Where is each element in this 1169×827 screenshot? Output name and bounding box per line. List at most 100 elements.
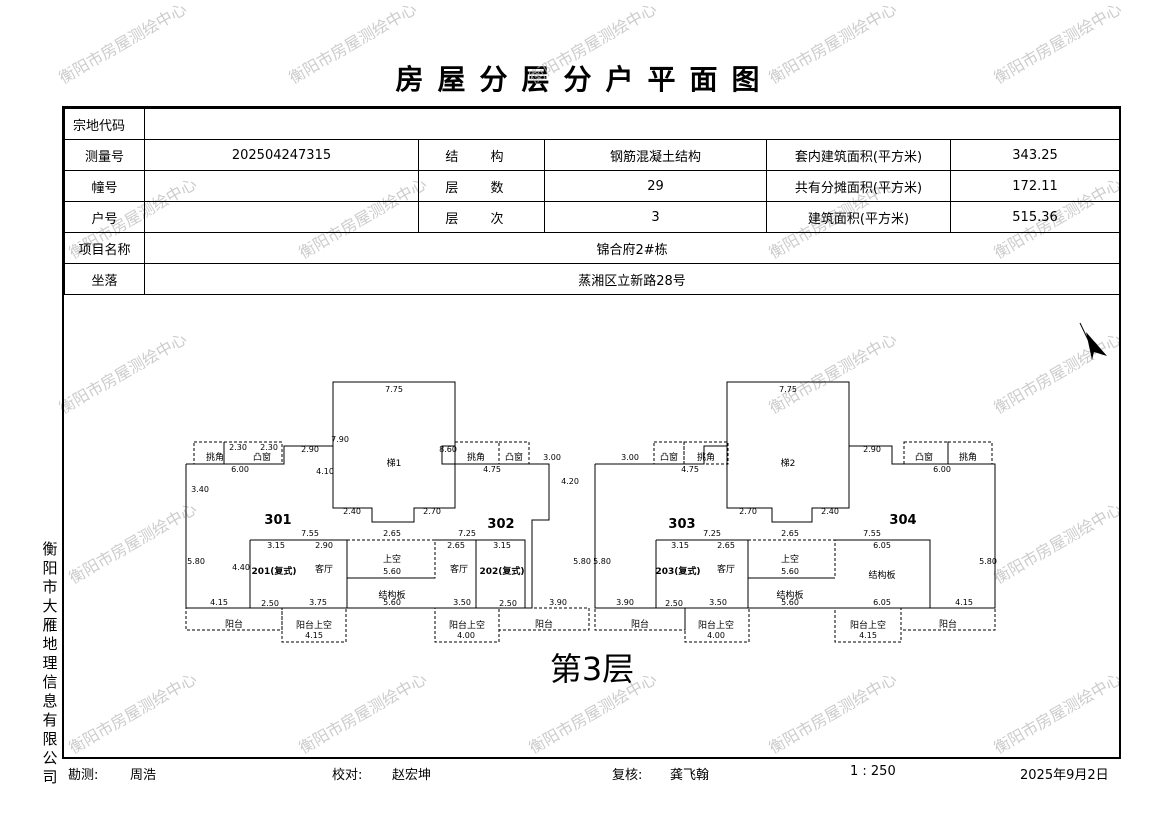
row-zongdi: 宗地代码 — [64, 108, 1121, 140]
unit-value — [144, 201, 419, 233]
dim-label: 4.15 — [210, 598, 228, 607]
survey-value: 202504247315 — [144, 139, 419, 171]
dim-label: 2.90 — [301, 445, 319, 454]
dim-label: 4.00 — [707, 631, 725, 640]
footer-date: 2025年9月2日 — [1020, 768, 1109, 783]
dim-label: 2.30 — [229, 443, 247, 452]
dim-label: 7.25 — [458, 529, 476, 538]
survey-label: 测量号 — [64, 139, 145, 171]
balcony-label: 阳台 — [535, 618, 553, 630]
row-location: 坐落 蒸湘区立新路28号 — [64, 263, 1121, 295]
unit-201-label: 201(复式) — [251, 565, 296, 577]
living-label: 客厅 — [315, 563, 333, 575]
project-value: 锦合府2#栋 — [143, 232, 1121, 264]
build-area-value: 515.36 — [949, 201, 1121, 233]
living-label: 客厅 — [450, 563, 468, 575]
floor-label: 第3层 — [550, 650, 634, 688]
left-inner-walls — [435, 539, 526, 608]
floor-plan: 7.75 7.75 2.90 2.30 2.30 6.00 3.40 4.10 … — [185, 322, 1107, 688]
footer-review-name: 龚飞翰 — [670, 768, 710, 783]
row-unit: 户号 层 次 3 建筑面积(平方米) 515.36 — [64, 201, 1121, 233]
dim-label: 3.00 — [543, 453, 561, 462]
dim-label: 2.65 — [447, 541, 465, 550]
footer-scale: 1 : 250 — [850, 764, 896, 779]
balcony-void-label: 阳台上空 — [850, 619, 886, 631]
dim-label: 5.80 — [593, 557, 611, 566]
balcony-label: 阳台 — [939, 618, 957, 630]
stair1-outline — [332, 381, 456, 523]
dim-label: 6.00 — [231, 465, 249, 474]
dim-label: 5.60 — [781, 598, 799, 607]
bay-outline — [498, 441, 530, 465]
dim-label: 2.65 — [383, 529, 401, 538]
stair1-label: 梯1 — [387, 457, 402, 469]
ledge-label: 挑角 — [467, 451, 485, 463]
unit-label: 户号 — [64, 201, 145, 233]
dim-label: 2.40 — [821, 507, 839, 516]
row-building: 幢号 层 数 29 共有分摊面积(平方米) 172.11 — [64, 170, 1121, 202]
balcony-outline — [498, 607, 590, 631]
balcony-outline — [900, 607, 996, 631]
dim-label: 3.15 — [671, 541, 689, 550]
bay-label: 凸窗 — [915, 451, 933, 463]
dim-label: 2.30 — [260, 443, 278, 452]
ledge-label: 挑角 — [697, 451, 715, 463]
dim-label: 2.65 — [781, 529, 799, 538]
dim-label: 4.10 — [316, 467, 334, 476]
location-label: 坐落 — [64, 263, 145, 295]
ledge-label: 挑角 — [206, 451, 224, 463]
bay-outline — [947, 441, 993, 465]
dim-label: 5.80 — [979, 557, 997, 566]
balcony-void-label: 阳台上空 — [449, 619, 485, 631]
balcony-outline — [281, 607, 347, 643]
dim-label: 4.20 — [561, 477, 579, 486]
dim-label: 4.40 — [232, 563, 250, 572]
void-label: 上空 — [383, 553, 401, 565]
stair2-label: 梯2 — [781, 457, 796, 469]
dim-label: 3.90 — [616, 598, 634, 607]
zongdi-label: 宗地代码 — [64, 108, 145, 140]
balcony-label: 阳台 — [631, 618, 649, 630]
ledge-label: 挑角 — [959, 451, 977, 463]
dim-label: 8.60 — [439, 445, 457, 454]
dim-label: 2.65 — [717, 541, 735, 550]
project-label: 项目名称 — [64, 232, 145, 264]
dim-label: 2.90 — [863, 445, 881, 454]
document-frame: 宗地代码 测量号 202504247315 结 构 钢筋混凝土结构 套内建筑面积… — [62, 106, 1121, 759]
dim-label: 3.50 — [709, 598, 727, 607]
page-title: 房屋分层分户平面图 — [395, 63, 774, 96]
stair2-outline — [726, 381, 850, 523]
shared-area-value: 172.11 — [949, 170, 1121, 202]
living-label: 客厅 — [717, 563, 735, 575]
zongdi-value — [143, 108, 1121, 140]
dim-label: 3.15 — [267, 541, 285, 550]
dim-label: 3.75 — [309, 598, 327, 607]
structure-board-label: 结构板 — [776, 589, 803, 601]
dim-label: 4.00 — [457, 631, 475, 640]
bay-outline — [193, 441, 225, 465]
footer-review-label: 复核: — [612, 768, 643, 783]
dim-label: 5.80 — [187, 557, 205, 566]
bay-label: 凸窗 — [253, 451, 271, 463]
structure-value: 钢筋混凝土结构 — [544, 139, 767, 171]
dim-label: 2.50 — [261, 599, 279, 608]
balcony-void-label: 阳台上空 — [296, 619, 332, 631]
inner-area-label: 套内建筑面积(平方米) — [766, 139, 951, 171]
dim-label: 3.40 — [191, 485, 209, 494]
dim-label: 4.75 — [483, 465, 501, 474]
dim-label: 3.15 — [493, 541, 511, 550]
floor-no-label: 层 次 — [418, 201, 545, 233]
bay-label: 凸窗 — [660, 451, 678, 463]
location-value: 蒸湘区立新路28号 — [143, 263, 1121, 295]
structure-label: 结 构 — [418, 139, 545, 171]
north-arrow-icon — [1079, 322, 1107, 360]
dim-label: 2.40 — [343, 507, 361, 516]
balcony-void-label: 阳台上空 — [698, 619, 734, 631]
structure-board-label: 结构板 — [868, 569, 895, 581]
void-outline — [747, 539, 836, 579]
row-survey: 测量号 202504247315 结 构 钢筋混凝土结构 套内建筑面积(平方米)… — [64, 139, 1121, 171]
building-label: 幢号 — [64, 170, 145, 202]
dim-label: 7.75 — [385, 385, 403, 394]
right-inner-walls — [835, 539, 931, 608]
footer-check-label: 校对: — [332, 768, 363, 783]
